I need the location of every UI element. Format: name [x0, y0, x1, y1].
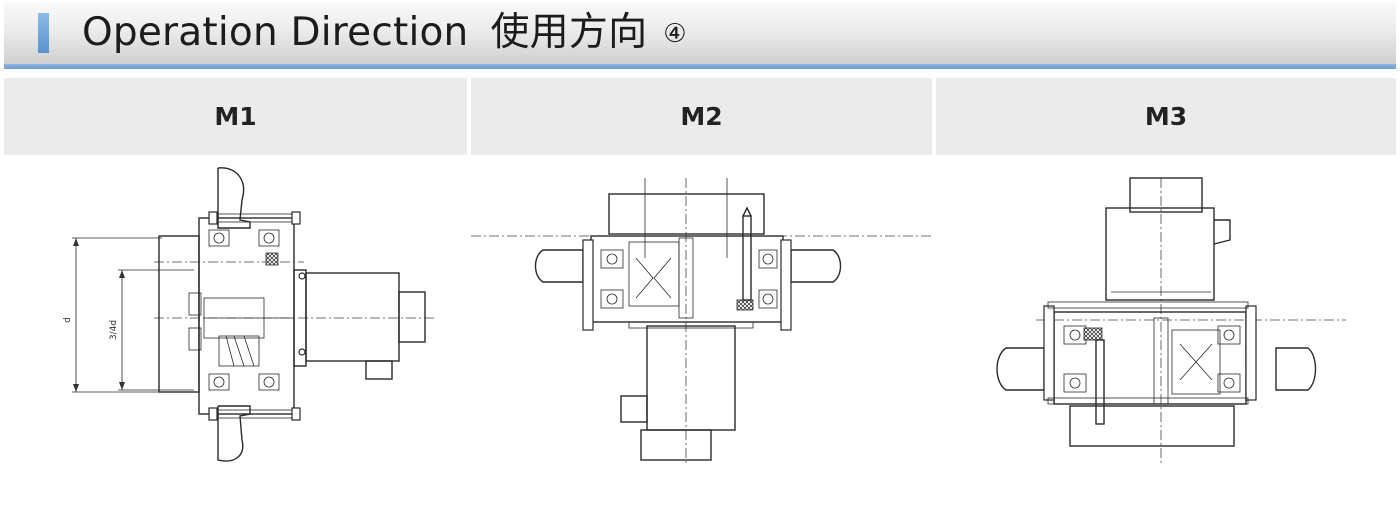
page-title: Operation Direction 使用方向 ④: [82, 6, 687, 61]
column-label: M3: [1144, 102, 1188, 131]
header-accent-bar: [38, 13, 49, 53]
header-rule: [4, 64, 1396, 69]
column-header-m2: M2: [471, 78, 932, 155]
column-label: M2: [680, 102, 723, 131]
dim-label-d: d: [63, 317, 73, 323]
diagram-m3: [936, 158, 1396, 468]
title-number: ④: [663, 19, 687, 49]
column-header-m3: M3: [936, 78, 1396, 155]
column-header-m1: M1: [4, 78, 467, 155]
dim-label-three-quarter-d: 3/4d: [109, 320, 119, 340]
diagram-m1: d 3/4d: [4, 158, 467, 468]
page-header: [4, 2, 1396, 64]
diagram-m2: [471, 158, 932, 468]
column-label: M1: [214, 102, 257, 131]
title-chinese: 使用方向: [490, 10, 648, 55]
title-english: Operation Direction: [82, 10, 469, 55]
